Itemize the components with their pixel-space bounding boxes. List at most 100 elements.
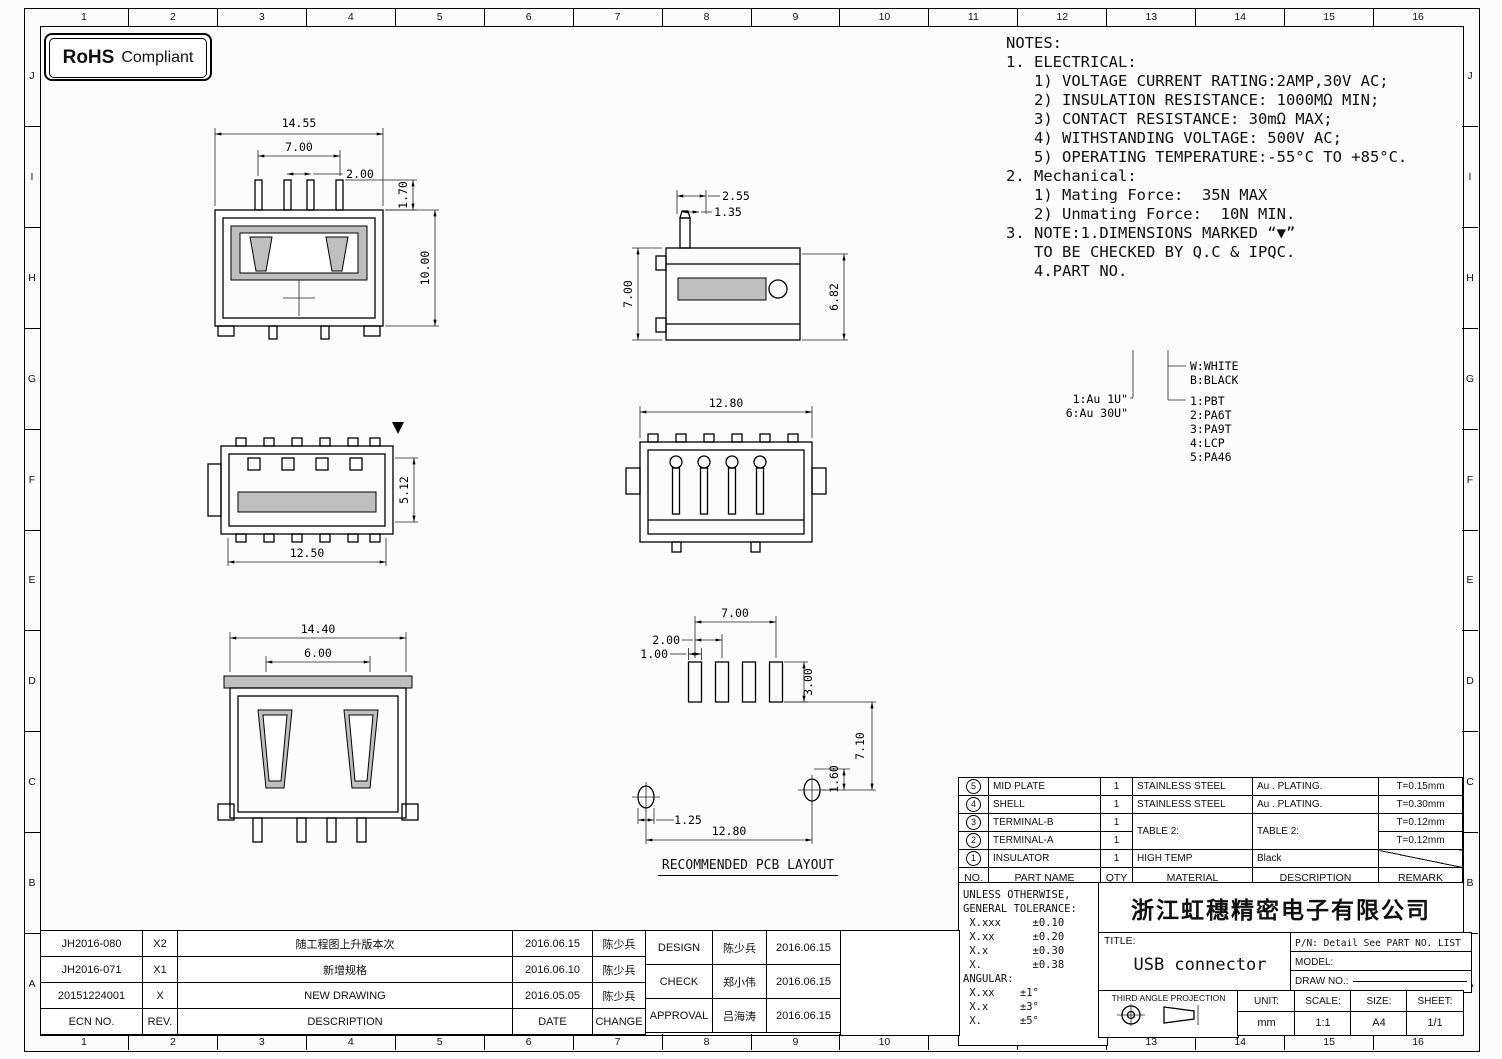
ruler-label: J: [24, 26, 40, 127]
ruler-label: E: [24, 531, 40, 632]
revision-cell: CHANGE: [592, 1008, 646, 1035]
revision-cell: 2016.06.10: [512, 956, 593, 983]
ruler-label: J: [1462, 26, 1478, 127]
ruler-label: 10: [840, 1034, 930, 1050]
dim-label: 1.25: [674, 813, 702, 827]
dim-arrowhead: [682, 210, 689, 214]
tolerance-line: X.x ±0.30: [963, 945, 1065, 957]
legend-color-white: W:WHITE: [1190, 359, 1239, 373]
dim-arrowhead: [228, 560, 235, 564]
view-rear: 12.80: [625, 396, 827, 553]
legend-material-2: 2:PA6T: [1190, 408, 1232, 422]
legend-au-2: 6:Au 30U": [1066, 406, 1128, 420]
revision-cell: DESCRIPTION: [177, 1008, 513, 1035]
scale-cell: SCALE: 1:1: [1294, 990, 1352, 1036]
dim-arrowhead: [411, 203, 415, 210]
view-pcb-layout: 7.00 2.00 1.00 3.00 1.60 7.10 1: [632, 606, 876, 844]
ruler-label: H: [1462, 228, 1478, 329]
rear-view-dimensions: 12.80: [639, 396, 813, 438]
revision-cell: REV.: [142, 1008, 178, 1035]
tolerance-line: UNLESS OTHERWISE,: [963, 889, 1071, 901]
approval-cell: 吕海涛: [712, 998, 767, 1033]
ruler-label: 7: [574, 1034, 663, 1050]
ruler-label: 4: [307, 1034, 396, 1050]
legend-material-4: 4:LCP: [1190, 436, 1225, 450]
revision-cell: 随工程图上升版本次: [177, 930, 513, 957]
pcb-dimensions: 7.00 2.00 1.00 3.00 1.60 7.10 1: [637, 606, 876, 844]
ruler-label: 7: [574, 8, 663, 26]
part-name-cell: TERMINAL-A: [988, 831, 1101, 850]
view-front-dip: 14.40 6.00: [217, 622, 419, 843]
scale-label: SCALE:: [1295, 991, 1351, 1012]
ruler-label: C: [1462, 732, 1478, 834]
part-qty-cell: 1: [1100, 849, 1133, 868]
ruler-label: 3: [218, 1034, 307, 1050]
view-side: 2.55 1.35 7.00 6.82: [621, 189, 848, 341]
part-qty-cell: 1: [1100, 813, 1133, 832]
tolerance-line: X. ±0.38: [963, 959, 1065, 971]
dim-arrowhead: [266, 660, 273, 664]
circled-number: 3: [966, 815, 981, 830]
revision-cell: 陈少兵: [592, 930, 646, 957]
dim-arrowhead: [287, 172, 294, 176]
note-line: 2) INSULATION RESISTANCE: 1000MΩ MIN;: [1006, 91, 1380, 109]
dim-arrowhead: [412, 458, 416, 465]
projection-box: THIRD ANGLE PROJECTION: [1098, 990, 1239, 1038]
dim-arrowhead: [769, 620, 776, 624]
dip-view-dimensions: 14.40 6.00: [229, 622, 407, 672]
revision-cell: 2016.05.05: [512, 982, 593, 1009]
pcb-geometry: [632, 661, 826, 812]
note-line: 3) CONTACT RESISTANCE: 30mΩ MAX;: [1006, 110, 1333, 128]
dim-label: 2.55: [722, 189, 750, 203]
dim-label: 7.00: [285, 140, 313, 154]
ruler-label: F: [1462, 430, 1478, 531]
dip-view-geometry: [217, 675, 419, 843]
dim-label: 12.50: [290, 546, 325, 560]
ruler-label: B: [24, 833, 40, 935]
note-line: 2. Mechanical:: [1006, 167, 1137, 185]
dim-arrowhead: [258, 154, 265, 158]
ruler-label: 14: [1196, 1034, 1286, 1050]
rohs-badge-inner: RoHS Compliant: [49, 38, 207, 78]
revision-cell: JH2016-071: [40, 956, 143, 983]
ruler-label: 10: [840, 8, 930, 26]
approval-cell: 郑小伟: [712, 964, 767, 999]
note-line: 1) VOLTAGE CURRENT RATING:2AMP,30V AC;: [1006, 72, 1389, 90]
note-line: 1. ELECTRICAL:: [1006, 53, 1137, 71]
empty-cell: [840, 930, 960, 1036]
part-material-cell: STAINLESS STEEL: [1132, 777, 1253, 796]
part-description-cell: Black: [1252, 849, 1379, 868]
legend-material-3: 3:PA9T: [1190, 422, 1232, 436]
dim-arrowhead: [363, 660, 370, 664]
part-no-cell: 2: [958, 831, 989, 850]
ruler-label: 6: [485, 8, 574, 26]
unit-label: UNIT:: [1238, 991, 1295, 1012]
inspection-mark-icon: [392, 422, 404, 434]
revision-cell: JH2016-080: [40, 930, 143, 957]
ruler-label: 8: [663, 1034, 752, 1050]
approval-cell: DESIGN: [645, 930, 713, 965]
part-material-cell: TABLE 2:: [1132, 813, 1253, 850]
ruler-label: G: [24, 329, 40, 430]
dim-label: 7.00: [721, 606, 749, 620]
dim-label: 2.00: [652, 633, 680, 647]
side-view-dimensions: 2.55 1.35 7.00 6.82: [621, 189, 848, 341]
revision-cell: 陈少兵: [592, 956, 646, 983]
part-number-text: P/N: Detail See PART NO. LIST: [1295, 937, 1461, 949]
dim-label: 12.80: [712, 824, 747, 838]
sheet-label: SHEET:: [1407, 991, 1463, 1012]
ruler-label: 2: [129, 1034, 218, 1050]
note-line: 1) Mating Force: 35N MAX: [1006, 186, 1268, 204]
part-description-cell: Au . PLATING.: [1252, 795, 1379, 814]
ruler-label: I: [24, 127, 40, 228]
dim-arrowhead: [842, 783, 846, 790]
dim-label: 14.40: [301, 622, 336, 636]
